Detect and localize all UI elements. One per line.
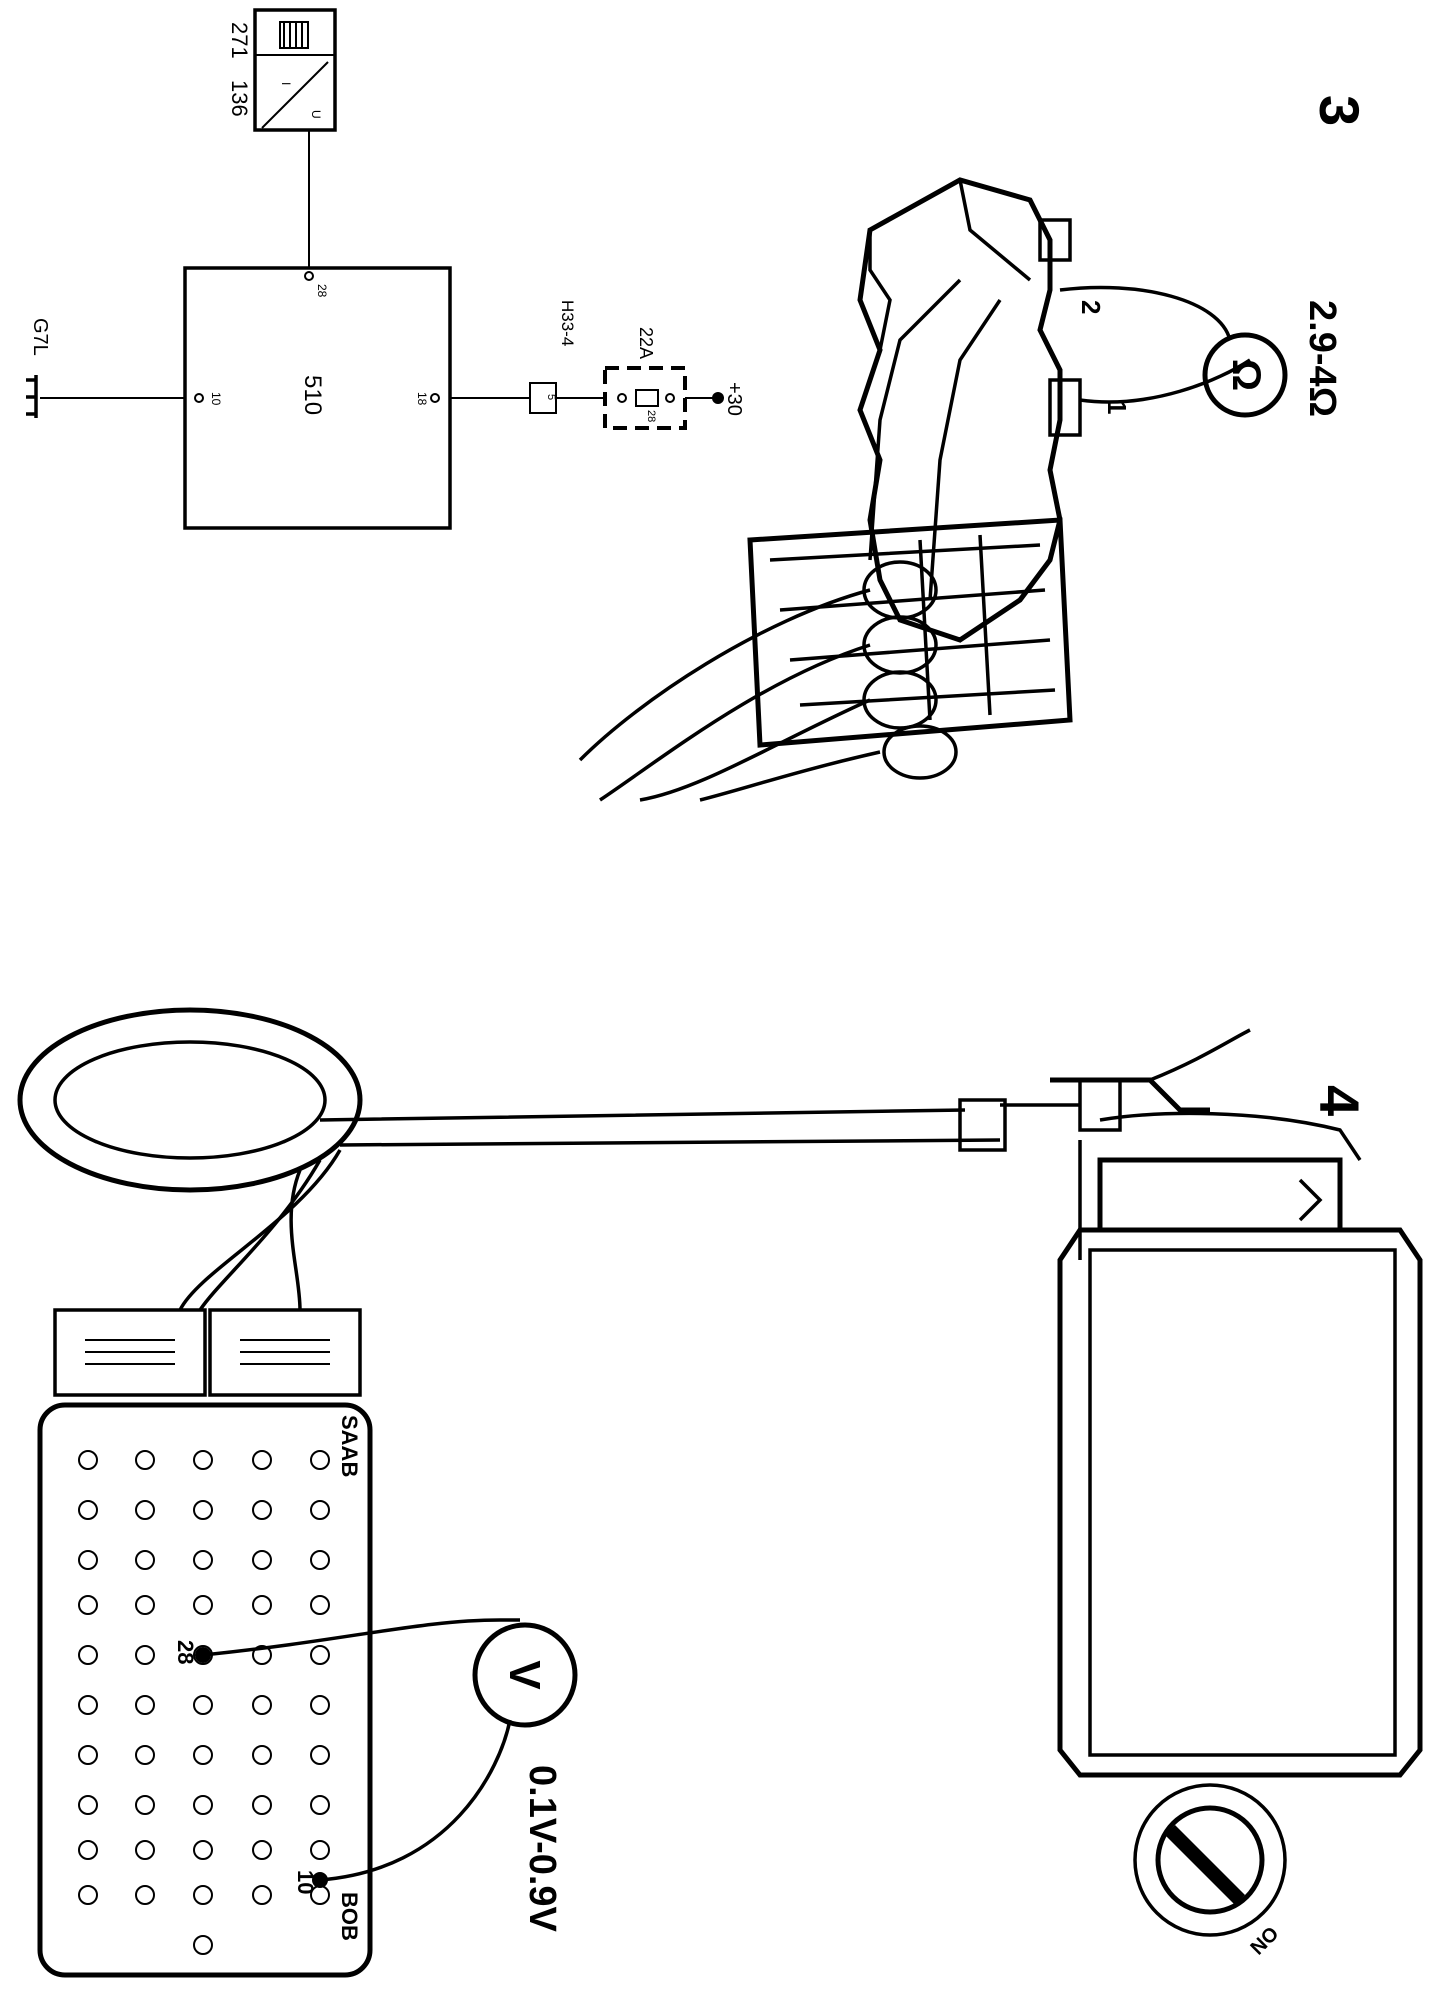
bob-socket [135, 1885, 155, 1905]
bob-socket [310, 1695, 330, 1715]
bob-socket [252, 1595, 272, 1615]
bob-socket [252, 1745, 272, 1765]
bob-socket [310, 1550, 330, 1570]
bob-socket [78, 1595, 98, 1615]
bob-socket [193, 1450, 213, 1470]
bob-socket-grid [78, 1450, 330, 1955]
bob-socket [310, 1450, 330, 1470]
bob-socket [310, 1645, 330, 1665]
figure-4-reading: 0.1V-0.9V [521, 1765, 563, 1933]
ecu-pin-18: 18 [415, 392, 429, 406]
bob-socket [252, 1795, 272, 1815]
supply-label: +30 [723, 382, 745, 416]
bob-name-label: BOB [337, 1892, 362, 1941]
figure-3-number: 3 [1308, 95, 1371, 126]
relay-label-u: U [309, 110, 323, 119]
bob-plug-left [53, 1308, 207, 1397]
bob-socket [135, 1795, 155, 1815]
bob-socket [193, 1840, 213, 1860]
bob-socket [310, 1745, 330, 1765]
bob-socket [78, 1745, 98, 1765]
sensor-housing-drawing [1000, 1028, 1423, 1778]
bob-socket [78, 1885, 98, 1905]
bob-socket [193, 1695, 213, 1715]
ohmmeter-symbol: Ω [1224, 359, 1268, 391]
bob-socket [252, 1885, 272, 1905]
bob-socket [135, 1550, 155, 1570]
bob-socket [252, 1500, 272, 1520]
relay-box [253, 8, 337, 132]
bob-socket [252, 1840, 272, 1860]
bob-socket [78, 1795, 98, 1815]
bob-socket [78, 1450, 98, 1470]
bob-socket [78, 1500, 98, 1520]
component-136-label: 136 [227, 80, 252, 117]
bob-socket [310, 1500, 330, 1520]
bob-socket [135, 1745, 155, 1765]
wiring-schematic: U I 271 136 510 28 10 18 G7L [26, 8, 745, 530]
socket-28-label: 28 [173, 1640, 198, 1664]
bob-socket [193, 1550, 213, 1570]
socket-10-label: 10 [293, 1870, 318, 1894]
ecu-510-label: 510 [299, 375, 326, 415]
bob-socket [193, 1595, 213, 1615]
bob-socket [193, 1885, 213, 1905]
figure-3: 3 U I 271 136 510 28 [26, 8, 1371, 802]
ignition-key-icon [1133, 1783, 1287, 1937]
ignition-on-label: ON [1245, 1921, 1282, 1958]
connector-pin-5: 5 [545, 394, 557, 400]
bob-socket [78, 1645, 98, 1665]
relay-label-i: I [279, 82, 293, 85]
voltmeter-icon: V [472, 1622, 578, 1728]
bob-brand-label: SAAB [337, 1415, 362, 1477]
bob-socket [310, 1840, 330, 1860]
bob-socket [78, 1695, 98, 1715]
bob-socket [310, 1595, 330, 1615]
bob-socket [135, 1450, 155, 1470]
bob-socket [78, 1550, 98, 1570]
bob-socket [310, 1795, 330, 1815]
voltmeter-symbol: V [500, 1660, 549, 1690]
bob-socket [193, 1500, 213, 1520]
bob-socket [252, 1550, 272, 1570]
bob-socket [135, 1840, 155, 1860]
bob-socket [78, 1840, 98, 1860]
bob-socket [135, 1695, 155, 1715]
bob-plug-right [208, 1308, 362, 1397]
connector-pin-2-label: 2 [1076, 300, 1106, 314]
ohmmeter-icon: Ω [1202, 332, 1288, 418]
bob-socket [193, 1745, 213, 1765]
bob-socket [252, 1450, 272, 1470]
breakout-box [37, 1402, 373, 1978]
bob-socket [135, 1595, 155, 1615]
figure-4: 4 [17, 1007, 1423, 1978]
ground-icon [26, 375, 38, 418]
bob-socket [193, 1795, 213, 1815]
ground-label: G7L [29, 318, 51, 356]
component-271-label: 271 [227, 22, 252, 59]
bob-socket [135, 1645, 155, 1665]
bob-socket [135, 1500, 155, 1520]
sensor-connector-drawing: 2 1 [578, 177, 1251, 802]
figure-4-number: 4 [1308, 1085, 1371, 1116]
fuse-icon [617, 389, 675, 407]
figure-3-reading: 2.9-4Ω [1301, 300, 1343, 417]
fuse-label: 22A [636, 327, 656, 359]
ecu-pin-28: 28 [315, 284, 329, 298]
bob-socket [252, 1695, 272, 1715]
fuse-number: 28 [645, 410, 657, 422]
adapter-cable [319, 1108, 1001, 1147]
bob-socket [193, 1935, 213, 1955]
connector-label: H33-4 [558, 300, 577, 346]
ecu-pin-10: 10 [209, 392, 223, 406]
bob-socket [252, 1645, 272, 1665]
solenoid-icon [279, 21, 309, 49]
coiled-cable [17, 1007, 363, 1311]
